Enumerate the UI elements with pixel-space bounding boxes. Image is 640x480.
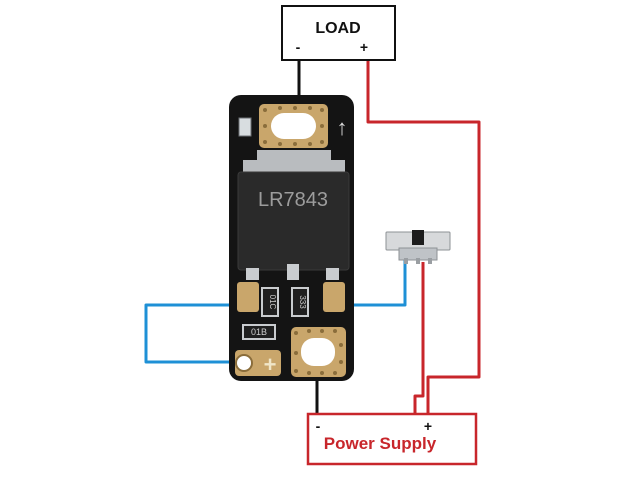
svg-text:01B: 01B	[251, 327, 267, 337]
svg-text:01C: 01C	[268, 295, 277, 310]
mosfet-chip	[237, 171, 350, 271]
load-minus-label: -	[296, 39, 301, 55]
resistor-01b: 01B	[242, 324, 276, 340]
load-title: LOAD	[315, 20, 360, 37]
power-supply-box: - + Power Supply	[306, 412, 478, 466]
load-pad	[259, 104, 328, 148]
arrow-mark: ↑	[337, 115, 348, 140]
mosfet-legs	[246, 264, 339, 280]
supply-plus-label: +	[424, 418, 432, 434]
load-plus-label: +	[360, 39, 368, 55]
supply-minus-label: -	[316, 418, 321, 434]
positive-wire	[366, 60, 481, 415]
resistor-01c: 01C	[261, 287, 279, 317]
svg-text:333: 333	[298, 295, 307, 309]
signal-pad: +	[235, 350, 281, 377]
chip-label: LR7843	[258, 189, 328, 211]
load-box: LOAD - +	[281, 5, 396, 61]
leg-pads	[237, 282, 345, 312]
supply-title: Power Supply	[324, 434, 437, 453]
signal-wire	[144, 260, 407, 364]
mosfet-board: ↑ LR7843	[229, 95, 354, 381]
slide-switch[interactable]	[385, 230, 451, 264]
switch-lever[interactable]	[412, 230, 424, 245]
mosfet-tab	[243, 150, 345, 175]
resistor-333: 333	[291, 287, 309, 317]
pad-plus-label: +	[264, 352, 277, 377]
supply-pad	[291, 327, 346, 377]
led	[238, 117, 252, 137]
